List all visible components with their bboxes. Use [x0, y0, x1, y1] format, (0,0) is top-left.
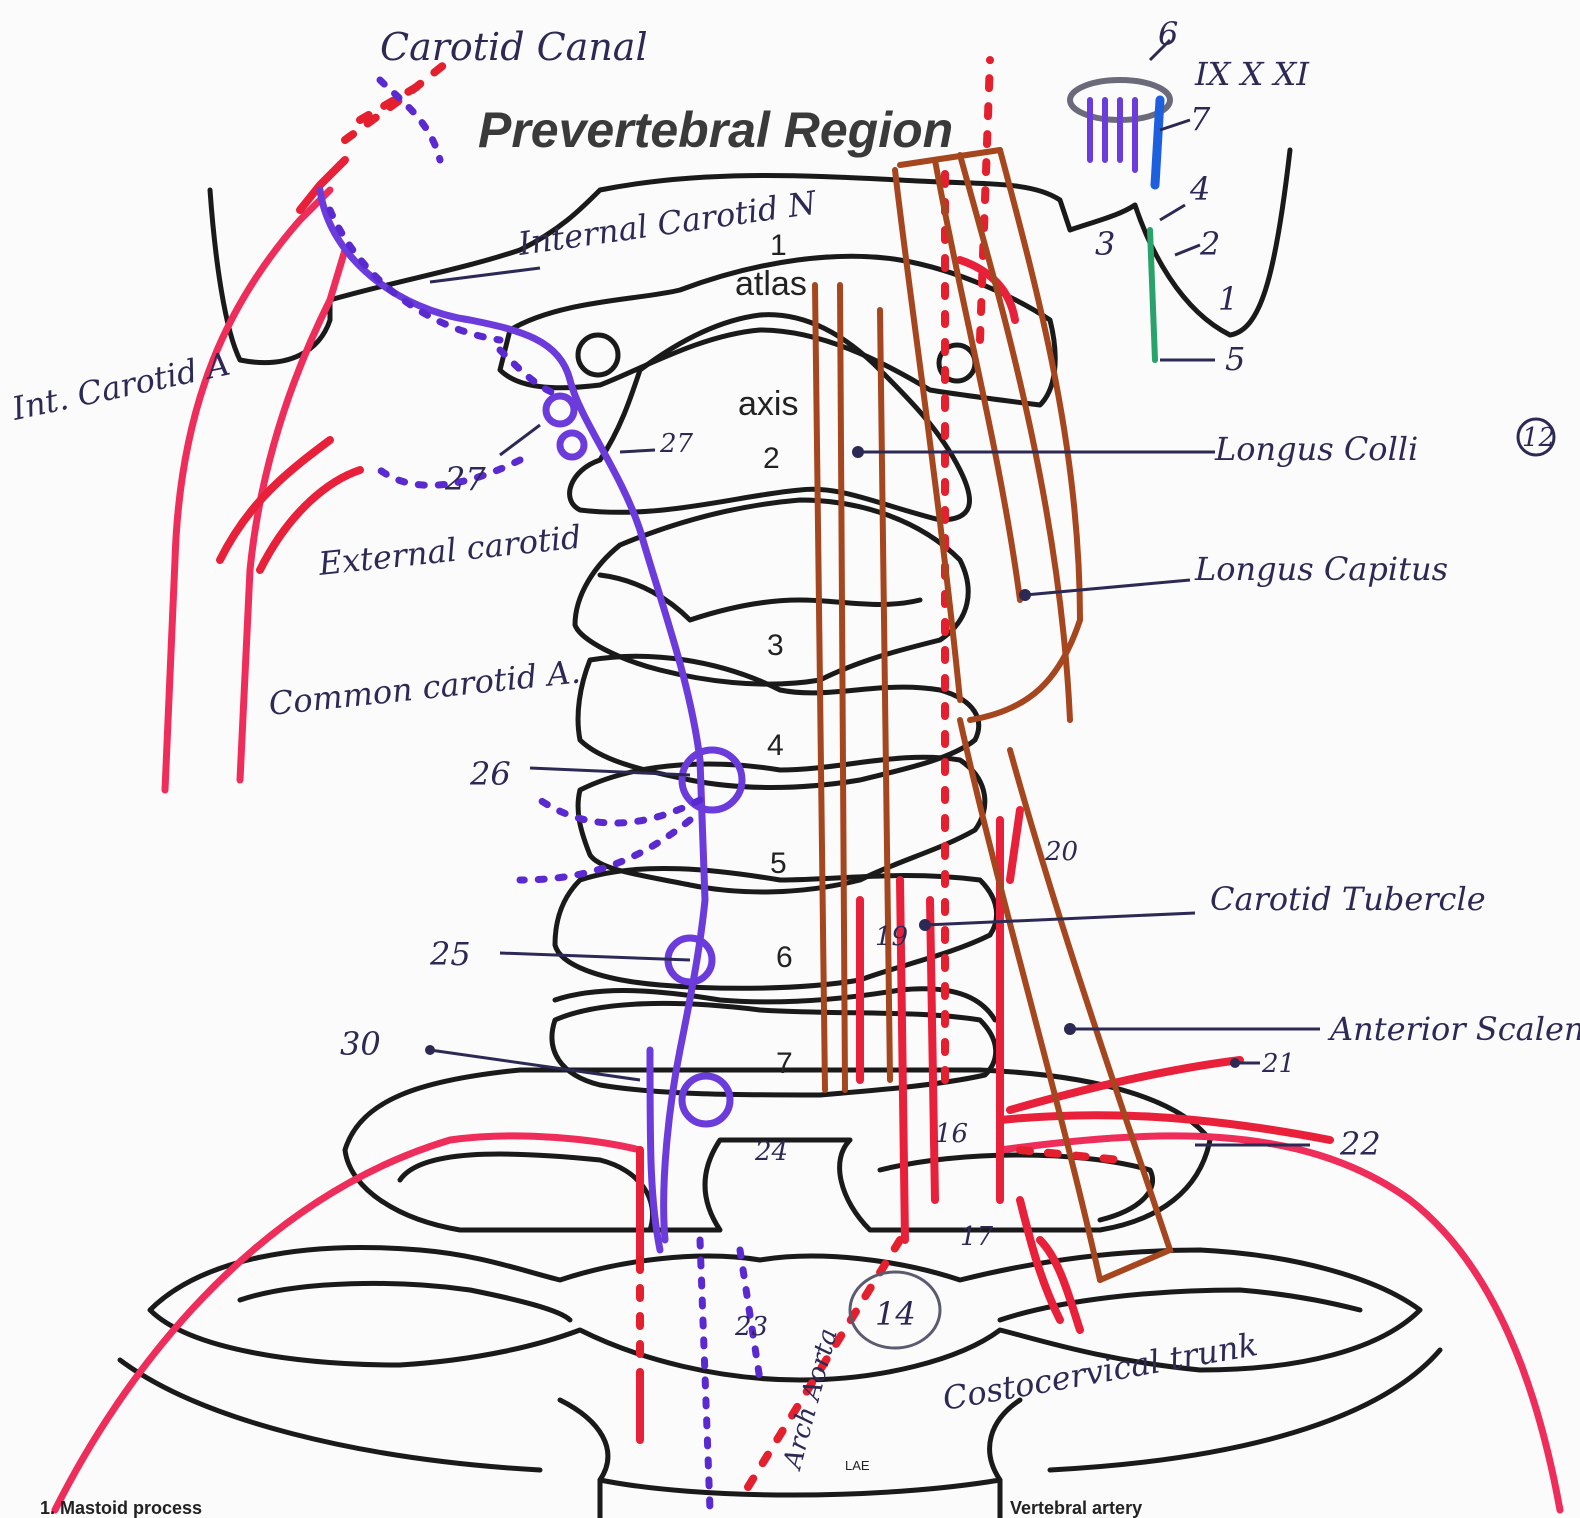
- num-30: 30: [340, 1025, 381, 1063]
- num-24: 24: [754, 1137, 788, 1167]
- top-right-nerve-cluster: [1070, 80, 1170, 360]
- num-27a: 27: [444, 460, 486, 498]
- arch-aorta-label: Arch Aorta: [777, 1325, 844, 1473]
- atlas-label: atlas: [735, 265, 807, 303]
- num-26: 26: [469, 755, 511, 793]
- longus-colli-number: 12: [1522, 423, 1555, 453]
- pointer-lines: [425, 40, 1320, 1145]
- num-27b: 27: [659, 429, 694, 459]
- atlas-number-label: 1: [770, 229, 787, 262]
- num-20: 20: [1044, 837, 1078, 867]
- carotid-tubercle-label: Carotid Tubercle: [1210, 880, 1486, 918]
- num-19: 19: [875, 922, 908, 952]
- c3-label: 3: [767, 629, 784, 662]
- axis-label: axis: [738, 385, 798, 423]
- num-4: 4: [1189, 170, 1210, 208]
- longus-capitus-label: Longus Capitus: [1194, 550, 1448, 588]
- c7-label: 7: [776, 1047, 793, 1080]
- legend-mastoid: 1. Mastoid process: [40, 1498, 202, 1518]
- common-carotid-a-label: Common carotid A.: [267, 652, 582, 723]
- num-22: 22: [1339, 1125, 1381, 1163]
- c5-label: 5: [770, 847, 787, 880]
- watermark: LAE: [845, 1458, 870, 1473]
- num-25: 25: [429, 935, 471, 973]
- num-1: 1: [1218, 280, 1238, 318]
- legend-vertebral: Vertebral artery: [1010, 1498, 1142, 1518]
- num-2: 2: [1199, 225, 1220, 263]
- num-3: 3: [1095, 225, 1115, 263]
- anterior-scalene-label: Anterior Scalene: [1327, 1010, 1580, 1048]
- sympathetic-trunk: [320, 80, 760, 1510]
- int-carotid-a-label: Int. Carotid A: [8, 345, 233, 428]
- num-6: 6: [1158, 15, 1178, 53]
- c4-label: 4: [767, 729, 784, 762]
- clavicle-manubrium: [150, 1248, 1420, 1518]
- external-carotid-label: External carotid: [316, 518, 583, 583]
- num-7: 7: [1190, 100, 1211, 138]
- num-17: 17: [960, 1222, 994, 1252]
- num-16: 16: [935, 1119, 968, 1149]
- cranial-nerves-label: IX X XI: [1194, 55, 1310, 93]
- num-23: 23: [734, 1312, 768, 1342]
- page-title: Prevertebral Region: [478, 102, 953, 158]
- carotid-canal-label: Carotid Canal: [380, 25, 648, 69]
- longus-muscles: [815, 150, 1170, 1280]
- num-5: 5: [1225, 340, 1245, 378]
- longus-colli-label: Longus Colli: [1214, 430, 1418, 468]
- c6-label: 6: [776, 941, 793, 974]
- c2-label: 2: [763, 442, 780, 475]
- num-21: 21: [1261, 1049, 1295, 1079]
- num-14: 14: [875, 1295, 916, 1333]
